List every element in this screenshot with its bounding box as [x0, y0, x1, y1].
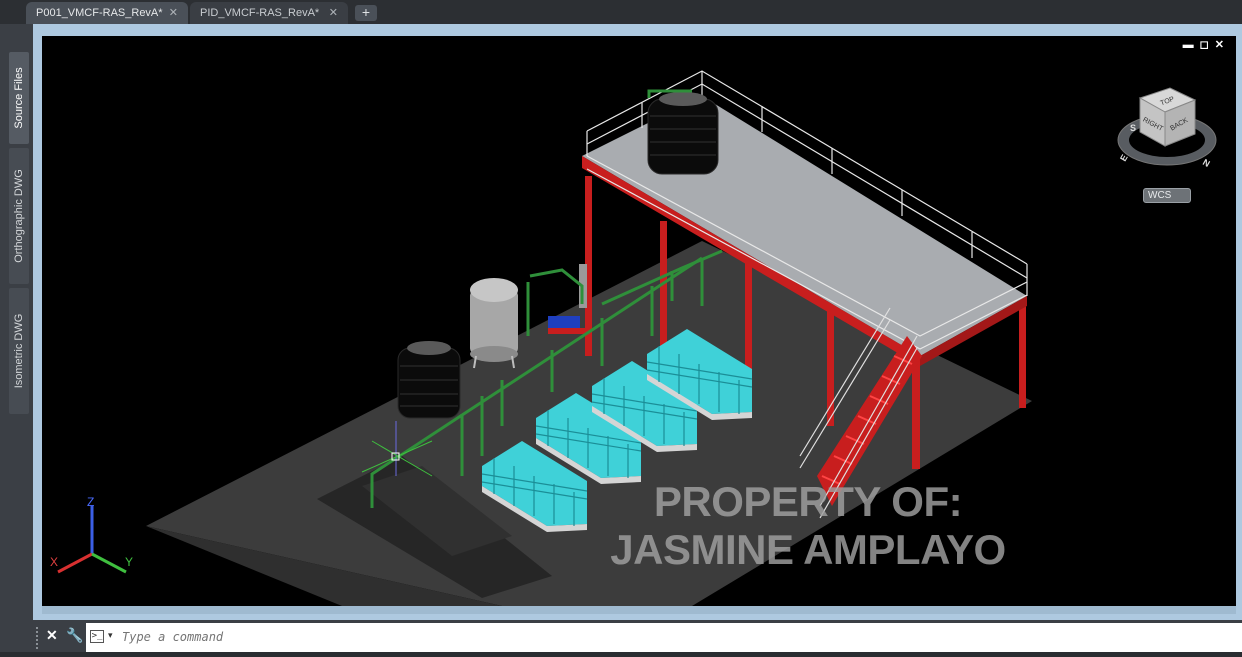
compass-e: E [1118, 153, 1130, 163]
wrench-icon[interactable]: 🔧 [66, 627, 84, 643]
raceway-tanks [481, 329, 753, 532]
compass-s: S [1130, 123, 1136, 133]
staircase [799, 307, 922, 519]
close-icon[interactable]: ✕ [168, 7, 178, 19]
ucs-y-label: Y [125, 555, 133, 569]
viewport-window-controls[interactable]: ▬◻✕ [1182, 39, 1230, 51]
status-bar [0, 652, 1242, 657]
command-line-bar: ✕ 🔧 >_ ▾ [0, 620, 1242, 657]
side-tab-label: Orthographic DWG [13, 169, 25, 263]
viewport-horizontal-scrollbar[interactable] [42, 606, 1236, 614]
command-input[interactable] [122, 628, 922, 646]
tab-label: P001_VMCF-RAS_RevA* [36, 7, 163, 19]
3d-plant-model: TOP RIGHT BACK S E N Z X Y [50, 70, 1217, 606]
steel-columns [585, 176, 1026, 469]
ucs-z-label: Z [87, 495, 94, 509]
side-tab-label: Isometric DWG [13, 313, 25, 389]
model-viewport[interactable]: TOP RIGHT BACK S E N Z X Y ▬◻✕ WCS PROPE… [42, 36, 1236, 606]
tab-p001-vmcf-ras[interactable]: P001_VMCF-RAS_RevA* ✕ [26, 2, 188, 24]
command-prompt-icon[interactable]: >_ [90, 630, 104, 643]
tab-pid-vmcf-ras[interactable]: PID_VMCF-RAS_RevA* ✕ [190, 2, 348, 24]
new-tab-button[interactable]: + [355, 5, 377, 21]
pressure-vessel [470, 278, 518, 369]
pump-skid [548, 316, 588, 334]
watermark-line-2: JASMINE AMPLAYO [610, 526, 1006, 573]
drag-handle-icon[interactable] [36, 627, 40, 649]
ucs-x-label: X [50, 555, 58, 569]
handrails [586, 70, 1028, 350]
side-tab-isometric-dwg[interactable]: Isometric DWG [9, 288, 29, 414]
viewcube-top-label: TOP [1160, 96, 1176, 108]
close-icon[interactable]: ✕ [46, 627, 58, 643]
header-tank-lower [397, 341, 461, 419]
project-side-panel: Source Files Orthographic DWG Isometric … [0, 24, 33, 620]
wcs-dropdown[interactable]: WCS [1143, 188, 1191, 203]
document-tab-bar: P001_VMCF-RAS_RevA* ✕ PID_VMCF-RAS_RevA*… [0, 0, 1242, 24]
viewcube: TOP RIGHT BACK S E N [1117, 87, 1217, 169]
crosshair-cursor [361, 421, 433, 477]
close-icon[interactable]: ✕ [328, 7, 338, 19]
compass-n: N [1201, 157, 1212, 169]
command-input-container: >_ ▾ [86, 623, 1242, 652]
ucs-icon: Z X Y [50, 495, 133, 574]
chevron-down-icon[interactable]: ▾ [108, 630, 113, 640]
watermark: PROPERTY OF: JASMINE AMPLAYO [598, 478, 1018, 574]
side-tab-label: Source Files [13, 67, 25, 129]
header-tank-upper [647, 92, 719, 175]
side-tab-orthographic-dwg[interactable]: Orthographic DWG [9, 148, 29, 284]
tab-label: PID_VMCF-RAS_RevA* [200, 7, 320, 19]
watermark-line-1: PROPERTY OF: [653, 478, 963, 525]
piping-network [370, 89, 723, 508]
side-tab-source-files[interactable]: Source Files [9, 52, 29, 144]
